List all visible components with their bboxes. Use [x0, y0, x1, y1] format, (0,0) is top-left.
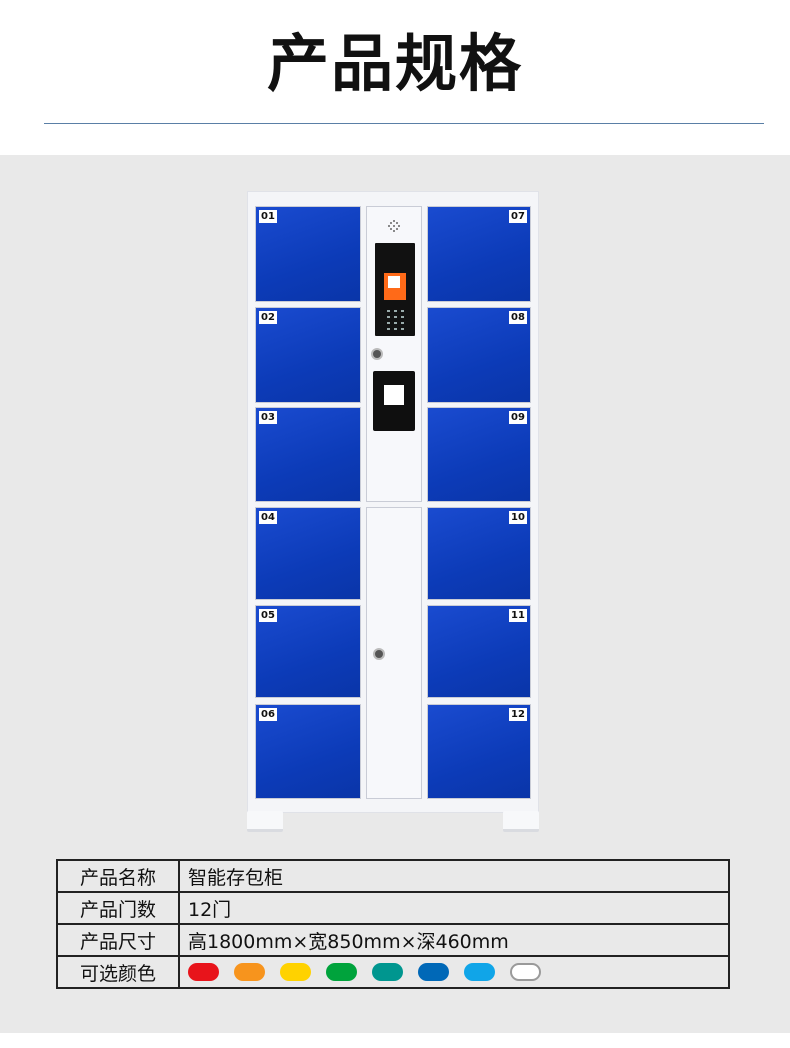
door-number: 02 — [259, 311, 277, 324]
spec-value: 智能存包柜 — [178, 859, 730, 893]
keypad-icon — [387, 310, 404, 330]
door-number: 05 — [259, 609, 277, 622]
locker-door: 01 — [256, 207, 360, 301]
spec-value: 12门 — [178, 891, 730, 925]
title-divider — [44, 123, 764, 124]
locker-door: 05 — [256, 606, 360, 697]
color-swatch-white — [510, 963, 541, 981]
door-number: 06 — [259, 708, 277, 721]
color-options — [178, 955, 730, 989]
keyhole-icon — [373, 350, 381, 358]
locker-door: 10 — [428, 508, 530, 599]
door-number: 11 — [509, 609, 527, 622]
color-swatch-yellow — [280, 963, 311, 981]
spec-key: 产品门数 — [56, 891, 180, 925]
table-row: 产品名称 智能存包柜 — [56, 859, 730, 893]
color-swatch-teal — [372, 963, 403, 981]
locker-door: 12 — [428, 705, 530, 798]
table-row: 产品尺寸 高1800mm×宽850mm×深460mm — [56, 923, 730, 957]
spec-key: 可选颜色 — [56, 955, 180, 989]
door-number: 03 — [259, 411, 277, 424]
door-number: 10 — [509, 511, 527, 524]
door-number: 01 — [259, 210, 277, 223]
locker-door: 06 — [256, 705, 360, 798]
table-row: 产品门数 12门 — [56, 891, 730, 925]
spec-key: 产品名称 — [56, 859, 180, 893]
color-swatch-orange — [234, 963, 265, 981]
door-number: 09 — [509, 411, 527, 424]
keyhole-icon — [375, 650, 383, 658]
qr-code-icon — [384, 385, 404, 405]
locker-door: 11 — [428, 606, 530, 697]
color-swatch-list — [188, 963, 728, 981]
color-swatch-green — [326, 963, 357, 981]
door-number: 04 — [259, 511, 277, 524]
locker-door: 08 — [428, 308, 530, 402]
speaker-icon — [388, 220, 400, 232]
color-swatch-blue — [418, 963, 449, 981]
spec-key: 产品尺寸 — [56, 923, 180, 957]
locker-door: 04 — [256, 508, 360, 599]
door-number: 12 — [509, 708, 527, 721]
qr-code-icon — [388, 276, 400, 288]
cabinet-foot-left — [247, 811, 283, 832]
page-title: 产品规格 — [266, 27, 523, 100]
door-number: 07 — [509, 210, 527, 223]
cabinet-foot-right — [503, 811, 539, 832]
spec-value: 高1800mm×宽850mm×深460mm — [178, 923, 730, 957]
locker-door: 02 — [256, 308, 360, 402]
locker-door: 03 — [256, 408, 360, 501]
locker-door: 09 — [428, 408, 530, 501]
table-row: 可选颜色 — [56, 955, 730, 989]
color-swatch-sky-blue — [464, 963, 495, 981]
spec-table: 产品名称 智能存包柜 产品门数 12门 产品尺寸 高1800mm×宽850mm×… — [56, 859, 730, 989]
locker-door: 07 — [428, 207, 530, 301]
color-swatch-red — [188, 963, 219, 981]
door-number: 08 — [509, 311, 527, 324]
